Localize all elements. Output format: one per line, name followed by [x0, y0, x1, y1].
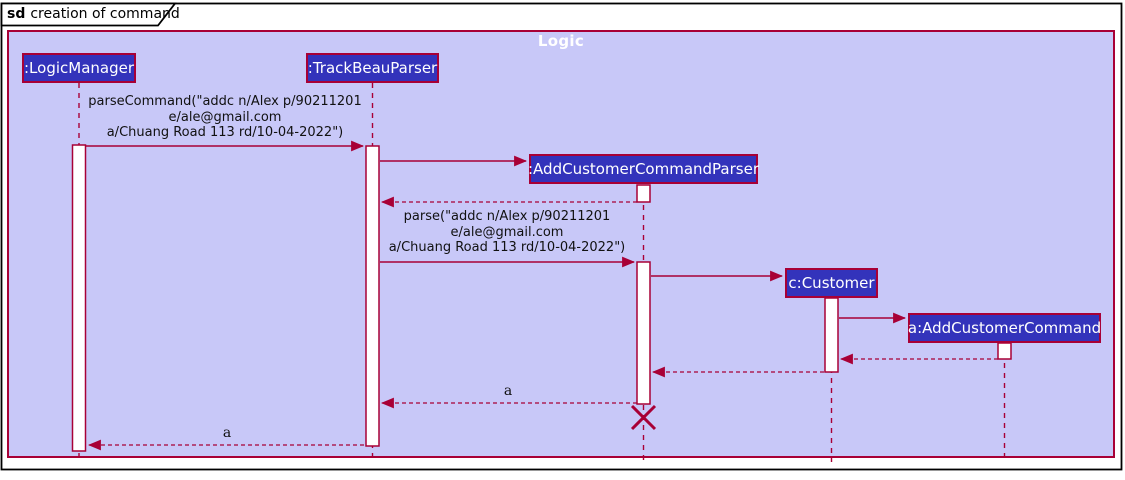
message-line: e/ale@gmail.com: [450, 224, 564, 240]
participant-trackbeauparser: :TrackBeauParser: [306, 53, 439, 83]
return-label-a-logicmanager: a: [222, 425, 232, 441]
sd-keyword: sd: [7, 6, 26, 22]
destroy-x-icon: [630, 404, 657, 431]
participant-addcustomercommandparser: :AddCustomerCommandParser: [528, 154, 759, 184]
participant-label: :AddCustomerCommandParser: [528, 160, 759, 178]
message-line: a/Chuang Road 113 rd/10-04-2022"): [106, 125, 344, 140]
activation-addcustomercommandparser-parse: [636, 261, 651, 405]
return-label-a-parser: a: [503, 383, 513, 399]
participant-customer: c:Customer: [785, 268, 878, 298]
frame-title: Logic: [537, 32, 585, 50]
message-parse-text: parse("addc n/Alex p/90211201 e/ale@gmai…: [382, 209, 632, 256]
message-line: e/ale@gmail.com: [168, 109, 282, 125]
message-line: parse("addc n/Alex p/90211201: [403, 209, 611, 224]
activation-logicmanager: [71, 144, 87, 452]
activation-customer: [824, 297, 839, 373]
participant-logicmanager: :LogicManager: [22, 53, 136, 83]
participant-label: :LogicManager: [24, 59, 135, 77]
participant-label: :TrackBeauParser: [307, 59, 438, 77]
activation-trackbeauparser: [365, 145, 380, 447]
activation-addcustomercommandparser-create: [636, 184, 651, 203]
sd-title: creation of command: [30, 6, 180, 22]
participant-label: a:AddCustomerCommand: [907, 319, 1102, 337]
logic-frame: [7, 30, 1115, 458]
sd-label-shape: [0, 2, 177, 27]
participant-addcustomercommand: a:AddCustomerCommand: [908, 313, 1101, 343]
activation-addcustomercommand: [997, 342, 1012, 360]
message-parsecommand-text: parseCommand("addc n/Alex p/90211201 e/a…: [85, 94, 365, 141]
participant-label: c:Customer: [788, 274, 875, 292]
message-line: parseCommand("addc n/Alex p/90211201: [88, 94, 362, 109]
message-line: a/Chuang Road 113 rd/10-04-2022"): [388, 240, 626, 255]
